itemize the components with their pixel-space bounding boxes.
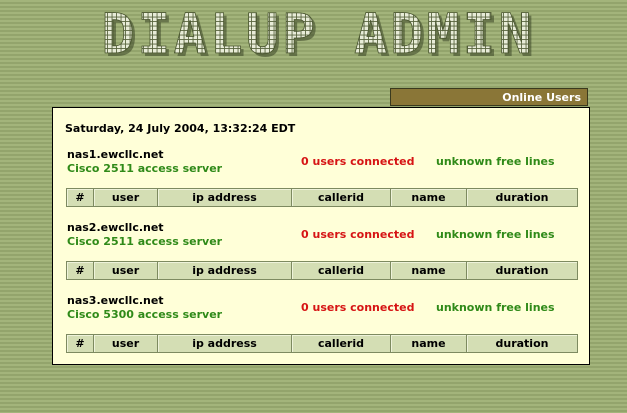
col-duration: duration [467, 189, 577, 206]
users-table-header: # user ip address callerid name duration [66, 188, 578, 207]
col-duration: duration [467, 335, 577, 352]
col-user: user [94, 335, 158, 352]
dialup-admin-logo: DIALUP ADMIN DIALUP ADMIN [0, 4, 627, 66]
col-ip-address: ip address [158, 262, 292, 279]
col-callerid: callerid [292, 335, 391, 352]
users-connected: 0 users connected [301, 155, 415, 168]
logo-text: DIALUP ADMIN [101, 4, 534, 66]
col-number: # [67, 262, 94, 279]
nas-hostname: nas3.ewcllc.net [67, 294, 164, 307]
free-lines: unknown free lines [436, 155, 555, 168]
col-name: name [391, 335, 467, 352]
col-user: user [94, 189, 158, 206]
col-ip-address: ip address [158, 335, 292, 352]
free-lines: unknown free lines [436, 301, 555, 314]
col-name: name [391, 189, 467, 206]
nas-hostname: nas1.ewcllc.net [67, 148, 164, 161]
col-number: # [67, 335, 94, 352]
tab-label: Online Users [502, 90, 581, 104]
nas-hostname: nas2.ewcllc.net [67, 221, 164, 234]
users-connected: 0 users connected [301, 228, 415, 241]
current-datetime: Saturday, 24 July 2004, 13:32:24 EDT [65, 122, 296, 135]
col-number: # [67, 189, 94, 206]
nas-model: Cisco 2511 access server [67, 235, 223, 248]
nas-section-2: nas2.ewcllc.net Cisco 2511 access server… [53, 221, 589, 295]
logo-shadow: DIALUP ADMIN [104, 5, 537, 66]
online-users-panel: Saturday, 24 July 2004, 13:32:24 EDT nas… [52, 107, 590, 365]
col-duration: duration [467, 262, 577, 279]
nas-model: Cisco 5300 access server [67, 308, 223, 321]
nas-section-3: nas3.ewcllc.net Cisco 5300 access server… [53, 294, 589, 368]
nas-model: Cisco 2511 access server [67, 162, 223, 175]
logo-graphic: DIALUP ADMIN DIALUP ADMIN [101, 4, 537, 66]
users-connected: 0 users connected [301, 301, 415, 314]
users-table-header: # user ip address callerid name duration [66, 334, 578, 353]
col-name: name [391, 262, 467, 279]
free-lines: unknown free lines [436, 228, 555, 241]
tab-online-users[interactable]: Online Users [390, 88, 588, 106]
col-user: user [94, 262, 158, 279]
nas-section-1: nas1.ewcllc.net Cisco 2511 access server… [53, 148, 589, 222]
users-table-header: # user ip address callerid name duration [66, 261, 578, 280]
col-callerid: callerid [292, 262, 391, 279]
col-callerid: callerid [292, 189, 391, 206]
col-ip-address: ip address [158, 189, 292, 206]
